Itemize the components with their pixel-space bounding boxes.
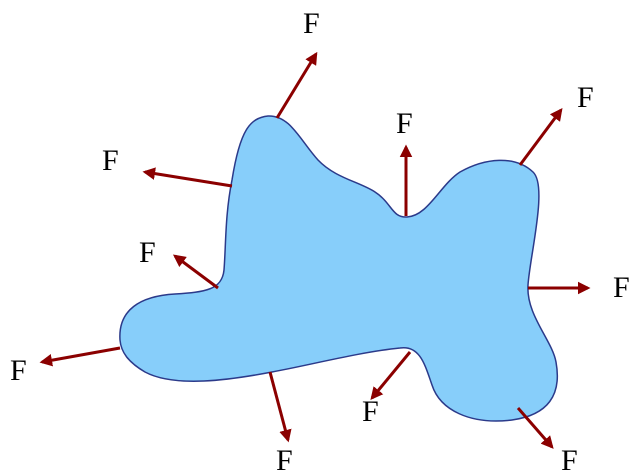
force-label-center-top: F	[396, 107, 413, 140]
force-label-bottom-left: F	[276, 444, 293, 475]
force-label-bottom-center: F	[362, 395, 379, 428]
force-label-left-notch: F	[139, 236, 156, 269]
body-shape	[119, 115, 558, 422]
force-arrow-top	[275, 51, 318, 119]
force-label-upper-right: F	[577, 81, 594, 114]
force-labels: F F F F F F F F F F	[10, 7, 630, 475]
force-label-bottom-right: F	[561, 444, 578, 475]
force-arrow-left-notch	[172, 254, 219, 290]
force-arrow-bottom-right	[516, 407, 554, 449]
force-label-far-left: F	[10, 354, 27, 387]
force-arrow-bottom-center	[370, 351, 412, 400]
force-label-right: F	[613, 271, 630, 304]
force-arrow-upper-right	[518, 107, 563, 166]
force-arrow-far-left	[39, 346, 121, 367]
force-arrows	[39, 51, 591, 449]
force-arrow-upper-left	[142, 167, 233, 188]
force-arrow-bottom-left	[268, 371, 292, 443]
force-label-upper-left: F	[102, 144, 119, 177]
force-label-top: F	[303, 7, 320, 40]
